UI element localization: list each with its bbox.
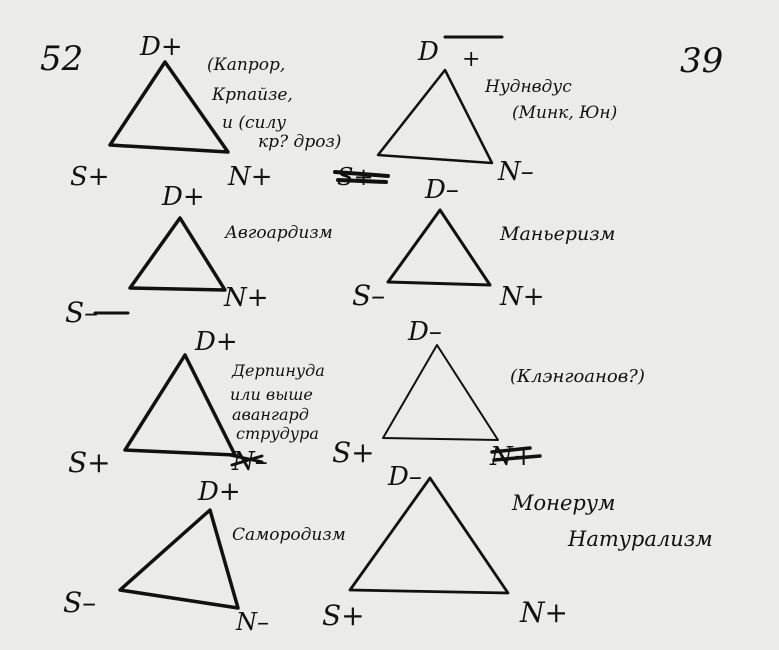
triangle-4-apex-label: D– xyxy=(424,175,459,205)
triangle-8-outline xyxy=(348,476,510,595)
triangle-1-note: (Капрор, Крпайзе, и (силу кр? дроз) xyxy=(207,55,341,152)
note-line: Монерум xyxy=(511,491,615,515)
triangle-8-right-label: N+ xyxy=(519,596,568,629)
triangle-2-left-label: S+ xyxy=(337,163,374,191)
page-number-right: 39 xyxy=(680,41,723,81)
triangle-2-apex-label: D xyxy=(417,37,439,67)
triangle-7-left-label: S– xyxy=(63,586,96,619)
triangle-6-outline xyxy=(382,344,499,441)
triangle-5-apex-label: D+ xyxy=(194,327,238,357)
triangle-1-outline xyxy=(108,60,230,154)
triangle-6-left-label: S+ xyxy=(332,436,375,469)
triangle-6-scribble xyxy=(490,446,542,462)
page-number-left: 52 xyxy=(40,39,83,79)
triangle-diagram-4: D– S– N+ Маньеризм xyxy=(352,175,615,312)
note-line: Натурализм xyxy=(567,527,713,551)
triangle-1-left-label: S+ xyxy=(70,162,110,192)
triangle-6-apex-label: D– xyxy=(407,317,442,347)
triangle-1-right-label: N+ xyxy=(227,162,273,192)
triangle-7-apex-label: D+ xyxy=(197,477,241,507)
note-line: Маньеризм xyxy=(499,223,615,245)
triangle-7-outline xyxy=(118,508,240,610)
note-line: Дерпинуда xyxy=(231,361,325,380)
triangle-diagram-5: D+ S+ N– Дерпинуда или выше авангард стр… xyxy=(68,327,330,479)
triangle-3-apex-label: D+ xyxy=(161,182,205,212)
triangle-8-apex-label: D– xyxy=(387,462,422,492)
triangle-7-right-label: N– xyxy=(235,608,269,636)
triangle-2-apex-mark: + xyxy=(462,47,480,72)
triangle-diagram-6: D– S+ N+ (Клэнгоанов?) xyxy=(332,317,645,472)
note-line: кр? дроз) xyxy=(258,132,341,152)
note-line: и (силу xyxy=(222,113,286,133)
triangle-3-left-label: S– xyxy=(65,296,98,329)
note-line: Крпайзе, xyxy=(211,85,293,105)
triangle-diagram-8: D– S+ N+ Монерум Натурализм xyxy=(322,462,713,632)
triangle-diagram-7: D+ S– N– Самородизм xyxy=(63,477,346,636)
triangle-4-left-label: S– xyxy=(352,279,385,312)
triangle-8-note: Монерум Натурализм xyxy=(511,491,713,551)
triangle-diagram-2: D + S+ N– Нуднвдус (Минк, Юн) xyxy=(333,35,617,191)
triangle-2-right-label: N– xyxy=(497,157,534,187)
note-line: (Капрор, xyxy=(207,55,285,75)
triangle-5-outline xyxy=(123,353,237,457)
triangle-diagram-3: D+ S– N+ Авгоардизм xyxy=(65,182,333,329)
note-line: Авгоардизм xyxy=(224,223,333,243)
triangle-4-outline xyxy=(386,208,492,287)
note-line: струдура xyxy=(236,424,319,443)
triangle-2-scribble xyxy=(333,170,390,184)
triangle-diagram-1: D+ S+ N+ (Капрор, Крпайзе, и (силу кр? д… xyxy=(70,32,341,192)
triangle-8-left-label: S+ xyxy=(322,599,365,632)
triangle-5-scribble xyxy=(228,453,264,467)
triangle-5-note: Дерпинуда или выше авангард струдура xyxy=(230,361,330,443)
triangle-1-apex-label: D+ xyxy=(139,32,183,62)
triangle-4-note: Маньеризм xyxy=(499,223,615,245)
triangle-2-outline xyxy=(376,68,494,165)
triangle-5-left-label: S+ xyxy=(68,446,111,479)
triangle-3-note: Авгоардизм xyxy=(224,223,333,243)
triangle-4-right-label: N+ xyxy=(499,282,545,312)
triangle-3-right-label: N+ xyxy=(223,283,269,313)
triangle-7-note: Самородизм xyxy=(232,525,346,545)
note-line: авангард xyxy=(232,405,309,424)
triangle-3-outline xyxy=(128,216,227,292)
note-line: (Минк, Юн) xyxy=(512,103,617,123)
note-line: Самородизм xyxy=(232,525,346,545)
note-line: (Клэнгоанов?) xyxy=(510,366,645,387)
note-line: или выше xyxy=(230,385,313,404)
triangle-6-note: (Клэнгоанов?) xyxy=(510,366,645,387)
note-line: Нуднвдус xyxy=(484,77,572,97)
triangle-2-note: Нуднвдус (Минк, Юн) xyxy=(484,77,617,123)
